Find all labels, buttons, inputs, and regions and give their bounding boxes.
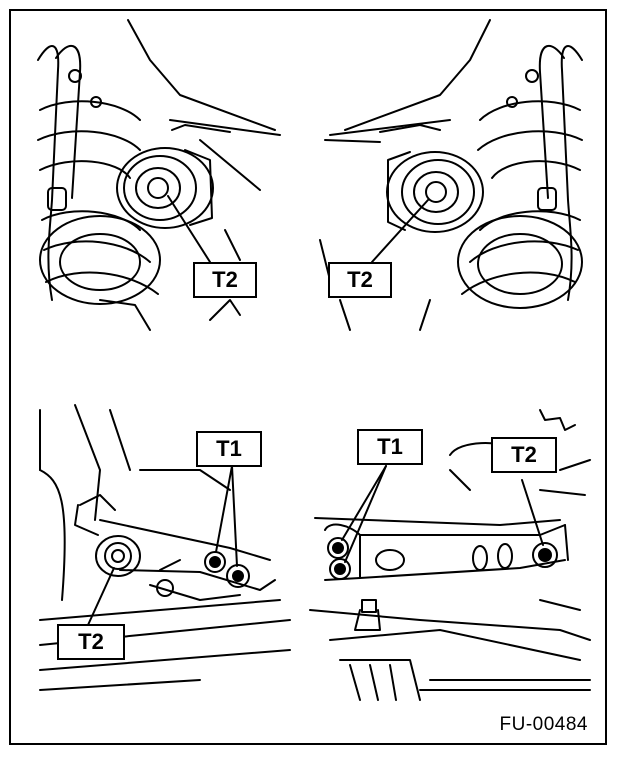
leader-t1a-bottom-left bbox=[215, 465, 233, 553]
callout-t2-top-left: T2 bbox=[193, 262, 257, 298]
callout-t2-top-right: T2 bbox=[328, 262, 392, 298]
lateral-link-left bbox=[74, 494, 276, 601]
leader-t2-top-right bbox=[371, 199, 429, 263]
leader-t1b-bottom-left bbox=[231, 465, 238, 567]
bushing-top-left bbox=[116, 147, 214, 229]
leader-t1b-bottom-right bbox=[344, 465, 387, 563]
leader-t2-top-left bbox=[167, 195, 211, 263]
coil-spring-right bbox=[457, 100, 583, 309]
callout-t1-bottom-right: T1 bbox=[357, 429, 423, 465]
bushing-top-right bbox=[386, 151, 484, 233]
panel-bottom-left bbox=[39, 404, 291, 691]
nuts-t1-bottom-left bbox=[204, 551, 250, 588]
callout-t1-bottom-left: T1 bbox=[196, 431, 262, 467]
bolt-t2-bottom-left bbox=[95, 535, 141, 577]
panel-top-left bbox=[37, 19, 281, 331]
nuts-t1-bottom-right bbox=[327, 537, 351, 580]
brake-line bbox=[37, 45, 60, 301]
bolt-t2-bottom-right bbox=[532, 542, 558, 568]
leader-t2-bottom-left bbox=[87, 567, 115, 626]
panel-bottom-right bbox=[309, 409, 591, 701]
figure-frame bbox=[9, 9, 607, 745]
callout-t2-bottom-right: T2 bbox=[491, 437, 557, 473]
panel-top-right bbox=[319, 19, 583, 331]
figure-code: FU-00484 bbox=[499, 714, 588, 735]
brake-line-right bbox=[560, 45, 583, 301]
leader-t2-bottom-right bbox=[521, 479, 544, 546]
callout-t2-bottom-left: T2 bbox=[57, 624, 125, 660]
lateral-link-right bbox=[324, 523, 569, 581]
leader-t1a-bottom-right bbox=[341, 465, 387, 541]
